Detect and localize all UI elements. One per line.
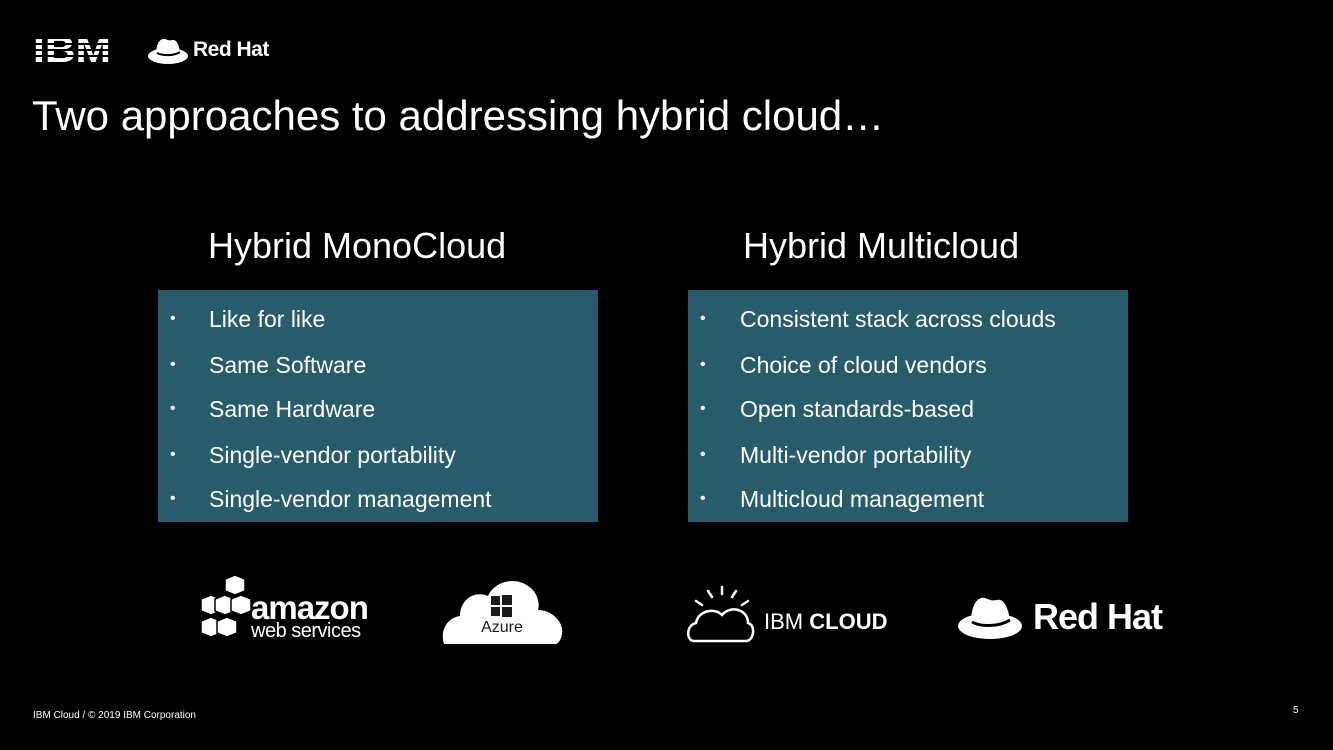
list-item-text: Multicloud management	[740, 485, 985, 512]
azure-text: Azure	[481, 619, 523, 636]
page-title: Two approaches to addressing hybrid clou…	[32, 92, 885, 139]
bullet-icon: •	[170, 446, 176, 463]
list-item: • Consistent stack across clouds	[688, 304, 1128, 334]
list-item: • Multi-vendor portability	[688, 440, 1128, 470]
bullet-icon: •	[170, 400, 176, 417]
list-item-text: Multi-vendor portability	[740, 441, 972, 468]
monocloud-panel: • Like for like • Same Software • Same Hard…	[158, 290, 598, 522]
bullet-icon: •	[700, 490, 706, 507]
list-item: • Choice of cloud vendors	[688, 350, 1128, 380]
ibm-cloud-logo: IBM CLOUD	[686, 585, 906, 647]
redhat-logo: Red Hat	[957, 592, 1177, 644]
list-item: • Same Software	[158, 350, 598, 380]
ibm-cloud-icon	[687, 585, 755, 643]
list-item-text: Single-vendor management	[209, 485, 492, 512]
list-item: • Same Hardware	[158, 394, 598, 424]
list-item-text: Open standards-based	[740, 395, 974, 422]
heading-hybrid-monocloud: Hybrid MonoCloud	[208, 225, 507, 266]
list-item: • Single-vendor management	[158, 484, 598, 514]
list-item-text: Same Software	[209, 351, 367, 378]
aws-amazon-text: amazon	[251, 589, 369, 626]
bullet-icon: •	[700, 356, 706, 373]
ibm-cloud-prefix: IBM	[764, 609, 804, 634]
list-item-text: Choice of cloud vendors	[740, 351, 987, 378]
list-item-text: Single-vendor portability	[209, 441, 456, 468]
ibm-cloud-text: IBM CLOUD	[764, 609, 887, 635]
redhat-hat-icon	[958, 597, 1022, 639]
list-item-text: Consistent stack across clouds	[740, 305, 1056, 332]
bullet-icon: •	[700, 446, 706, 463]
list-item-text: Same Hardware	[209, 395, 376, 422]
svg-text:IBM: IBM	[33, 33, 111, 65]
list-item: • Like for like	[158, 304, 598, 334]
bullet-icon: •	[700, 310, 706, 327]
list-item: • Open standards-based	[688, 394, 1128, 424]
azure-cloud-icon	[442, 581, 563, 644]
footer-copyright: IBM Cloud / © 2019 IBM Corporation	[33, 710, 196, 721]
redhat-header-logo: Red Hat	[147, 34, 269, 66]
page-number: 5	[1293, 705, 1299, 716]
redhat-hat-icon	[148, 38, 188, 64]
ibm-logo: IBM	[33, 29, 113, 70]
redhat-logo-text: Red Hat	[1033, 596, 1163, 637]
multicloud-panel: • Consistent stack across clouds • Choice …	[688, 290, 1128, 522]
ibm-cloud-suffix: CLOUD	[809, 609, 888, 634]
windows-icon	[491, 595, 512, 617]
aws-logo: amazon web services	[197, 573, 377, 645]
list-item-text: Like for like	[209, 305, 326, 332]
bullet-icon: •	[170, 310, 176, 327]
heading-hybrid-multicloud: Hybrid Multicloud	[743, 225, 1020, 266]
bullet-icon: •	[170, 490, 176, 507]
list-item: • Single-vendor portability	[158, 440, 598, 470]
bullet-icon: •	[700, 400, 706, 417]
redhat-header-text: Red Hat	[193, 38, 269, 61]
aws-webservices-text: web services	[251, 620, 361, 642]
list-item: • Multicloud management	[688, 484, 1128, 514]
aws-cubes-icon	[200, 574, 252, 638]
azure-logo: Azure	[440, 576, 564, 644]
bullet-icon: •	[170, 356, 176, 373]
